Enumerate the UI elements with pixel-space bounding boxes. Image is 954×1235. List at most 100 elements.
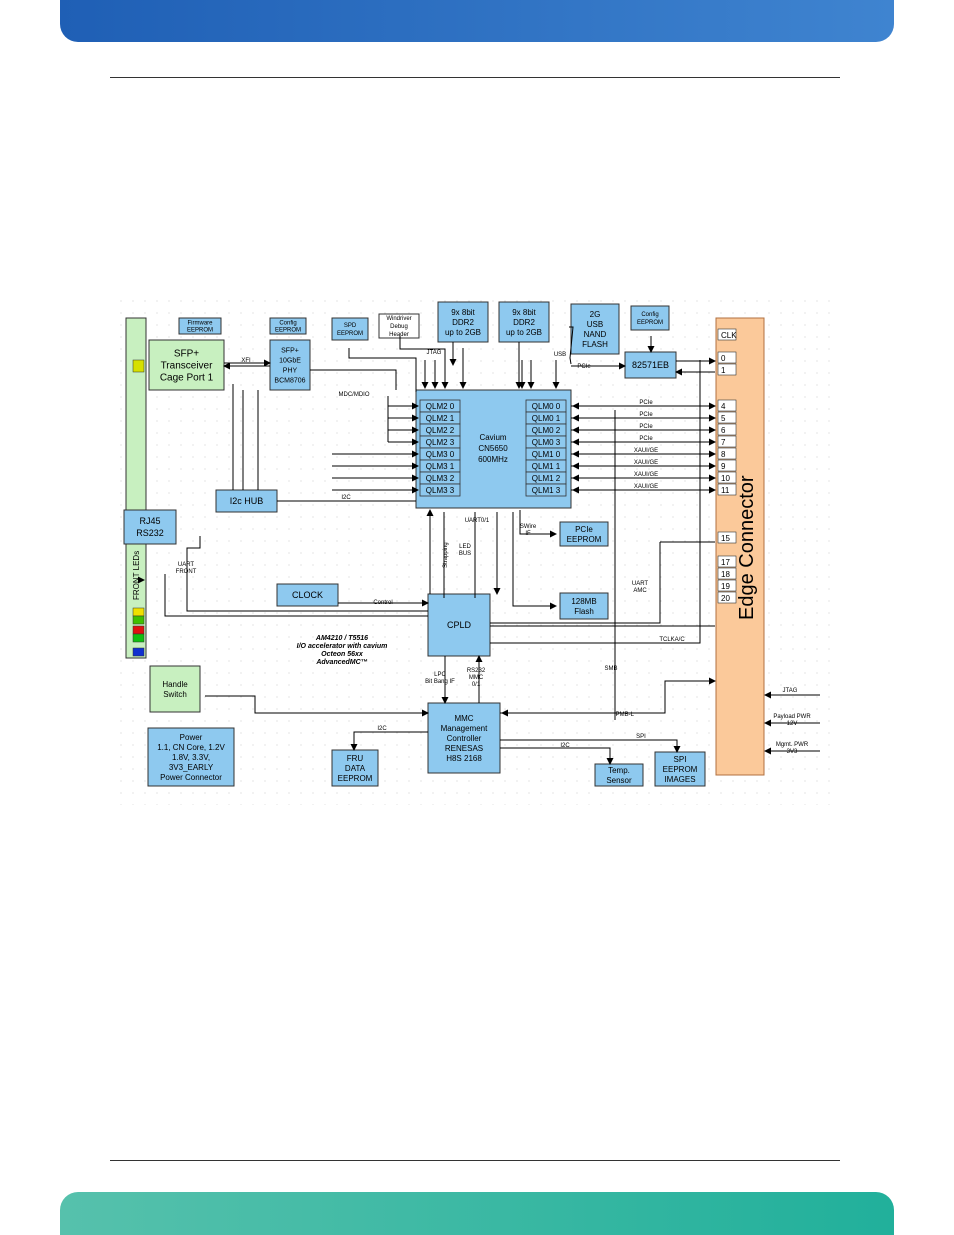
cavium-text: Cavium — [479, 433, 506, 442]
edge-port — [717, 435, 737, 448]
led-lime — [132, 615, 145, 625]
qlm-left-port — [419, 483, 461, 497]
rs232-mmc-label: MMC — [469, 675, 484, 681]
signal-labels: PCIePCIePCIePCIeXAUI/GEXAUI/GEXAUI/GEXAU… — [176, 350, 812, 755]
phy-bcm8706-label: BCM8706 — [274, 377, 305, 384]
qlm-signal-label: PCIe — [639, 424, 653, 430]
mgmt-pwr-label: 3V3 — [787, 749, 798, 755]
clock-block: CLOCK — [276, 583, 339, 607]
jtag-top-label: JTAG — [427, 350, 442, 356]
uart-front-label: FRONT — [176, 569, 197, 575]
pcie-eeprom-label: EEPROM — [567, 535, 602, 544]
header-band — [60, 0, 894, 42]
nic-82571eb-label: 82571EB — [632, 360, 669, 370]
qlm-right-port-label: QLM0 0 — [532, 402, 561, 411]
edge-port — [717, 471, 737, 484]
edge-port — [717, 531, 737, 544]
qlm-signal-label: XAUI/GE — [634, 448, 658, 454]
mmc-controller-label: H8S 2168 — [446, 754, 482, 763]
edge-port-label: 7 — [721, 438, 726, 447]
firmware-eeprom-label: Firmware — [188, 321, 214, 327]
diagram-title-line: Octeon 56xx — [321, 651, 364, 658]
edge-port-label: 0 — [721, 354, 726, 363]
jtag-right-label: JTAG — [783, 688, 798, 694]
edge-port — [717, 459, 737, 472]
spd-eeprom-label: EEPROM — [337, 331, 363, 337]
power-connector-label: 3V3_EARLY — [169, 763, 214, 772]
rs232-mmc-label: RS232 — [467, 668, 486, 674]
windriver-header-label: Debug — [390, 324, 408, 330]
qlm-signal-label: PCIe — [639, 412, 653, 418]
spi-eeprom-label: SPI — [674, 755, 687, 764]
temp-sensor-block: Temp.Sensor — [594, 763, 644, 787]
edge-port — [717, 567, 737, 580]
diagram-title-line: I/O accelerator with cavium — [297, 643, 388, 650]
spi-label: SPI — [636, 734, 646, 740]
led-blue — [132, 647, 145, 657]
mmc-controller-label: Controller — [447, 734, 482, 743]
control-label: Control — [373, 600, 392, 606]
pcie-eeprom-label: PCIe — [575, 525, 593, 534]
qlm-left-port-label: QLM2 3 — [426, 438, 455, 447]
config-eeprom-label: EEPROM — [275, 328, 301, 334]
block-group: FirmwareEEPROMConfigEEPROMSPDEEPROMWindr… — [123, 301, 706, 787]
nic-82571eb-block: 82571EB — [624, 351, 677, 379]
edge-port — [717, 483, 737, 496]
qlm-right-port-label: QLM0 1 — [532, 414, 561, 423]
swire-label: SWire — [520, 524, 537, 530]
qlm-signal-label: XAUI/GE — [634, 472, 658, 478]
edge-port — [717, 399, 737, 412]
payload-pwr-label: 12V — [787, 721, 798, 727]
qlm-right-port-label: QLM1 0 — [532, 450, 561, 459]
diagram-title-line: AdvancedMC™ — [315, 659, 367, 666]
cavium-text: CN5650 — [478, 444, 508, 453]
usb-label: USB — [554, 352, 566, 358]
i2c-hub-label: I2c HUB — [230, 496, 264, 506]
qlm-left-port-label: QLM2 1 — [426, 414, 455, 423]
qlm-right-port — [525, 483, 567, 497]
qlm-signal-label: XAUI/GE — [634, 484, 658, 490]
block-diagram: FRONT LEDs Edge Connector CLK01456789101… — [120, 300, 830, 805]
handle-switch-label: Handle — [162, 680, 188, 689]
qlm-left-port-label: QLM3 0 — [426, 450, 455, 459]
usb-nand-flash-label: NAND — [584, 330, 607, 339]
lpc-label: Bit Bang IF — [425, 679, 455, 685]
edge-port-label: 1 — [721, 366, 726, 375]
diagram-title-line: AM4210 / T5516 — [315, 635, 368, 642]
ddr2-memory-b-label: 9x 8bit — [512, 308, 536, 317]
led-yellow — [132, 607, 145, 617]
temp-sensor-label: Temp. — [608, 766, 630, 775]
edge-port-label: 11 — [721, 486, 730, 495]
edge-port-label: CLK — [721, 331, 737, 340]
edge-port-label: 19 — [721, 582, 730, 591]
led-green-yellow — [132, 359, 145, 373]
usb-nand-flash-label: 2G — [590, 310, 601, 319]
handle-switch-label: Switch — [163, 690, 187, 699]
uart-front-label: UART — [178, 562, 195, 568]
mmc-controller-label: MMC — [454, 714, 473, 723]
qlm-right-port-label: QLM0 3 — [532, 438, 561, 447]
phy-bcm8706-label: 10GbE — [279, 357, 301, 364]
fru-eeprom-label: FRU — [347, 754, 364, 763]
config-eeprom-2-label: EEPROM — [637, 320, 663, 326]
ipmb-label: IPMB-L — [614, 712, 635, 718]
windriver-header-label: Header — [389, 332, 409, 338]
edge-port-label: 6 — [721, 426, 726, 435]
pcie-top-label: PCIe — [577, 364, 591, 370]
usb-nand-flash-label: USB — [587, 320, 603, 329]
sfp-transceiver-label: Cage Port 1 — [160, 373, 214, 384]
mmc-controller-label: Management — [441, 724, 488, 733]
spd-eeprom-label: SPD — [344, 323, 357, 329]
qlm-left-port-label: QLM3 1 — [426, 462, 455, 471]
